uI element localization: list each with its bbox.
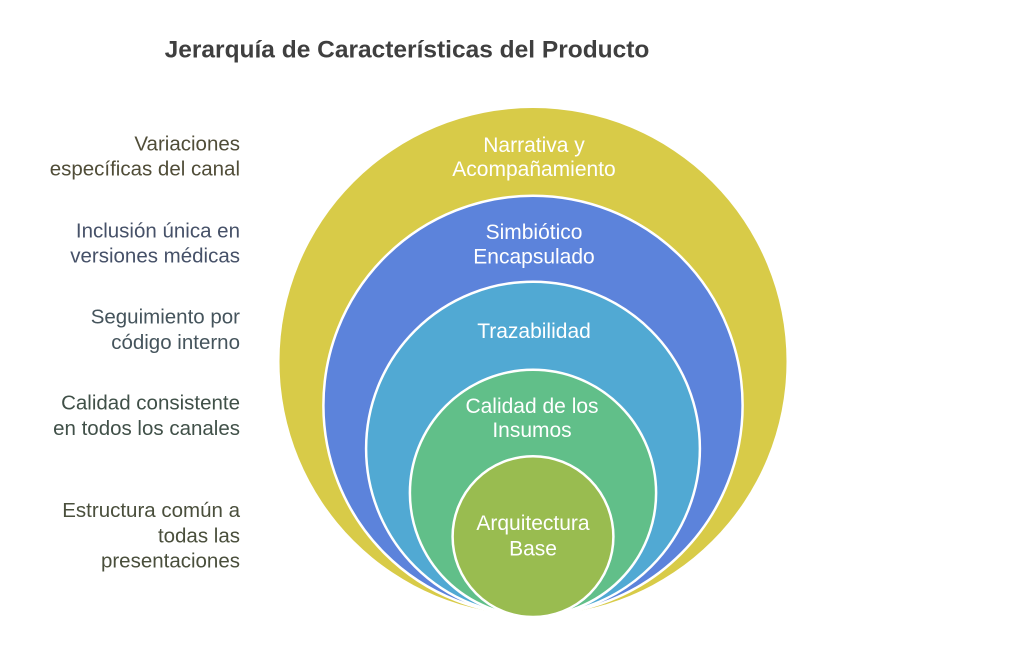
svg-text:Simbiótico: Simbiótico <box>486 221 583 244</box>
svg-text:Inclusión única en: Inclusión única en <box>76 220 240 243</box>
svg-text:Calidad consistente: Calidad consistente <box>61 392 240 415</box>
svg-text:Calidad de los: Calidad de los <box>465 395 598 418</box>
svg-text:Trazabilidad: Trazabilidad <box>477 320 591 343</box>
svg-text:Arquitectura: Arquitectura <box>476 512 590 535</box>
svg-text:Acompañamiento: Acompañamiento <box>452 158 615 181</box>
svg-text:todas las: todas las <box>158 525 240 548</box>
svg-text:Encapsulado: Encapsulado <box>473 246 594 269</box>
svg-text:código interno: código interno <box>111 331 240 354</box>
svg-text:versiones médicas: versiones médicas <box>70 245 240 268</box>
svg-text:Estructura común a: Estructura común a <box>62 499 240 522</box>
svg-text:Variaciones: Variaciones <box>134 133 240 156</box>
svg-text:Narrativa y: Narrativa y <box>483 134 585 157</box>
svg-text:Insumos: Insumos <box>492 419 571 442</box>
svg-text:en todos los canales: en todos los canales <box>53 417 240 440</box>
svg-text:específicas del canal: específicas del canal <box>50 158 240 181</box>
svg-text:presentaciones: presentaciones <box>101 550 240 573</box>
svg-text:Base: Base <box>509 538 557 561</box>
svg-text:Seguimiento por: Seguimiento por <box>91 306 240 329</box>
svg-text:Jerarquía de Características d: Jerarquía de Características del Product… <box>165 37 650 64</box>
